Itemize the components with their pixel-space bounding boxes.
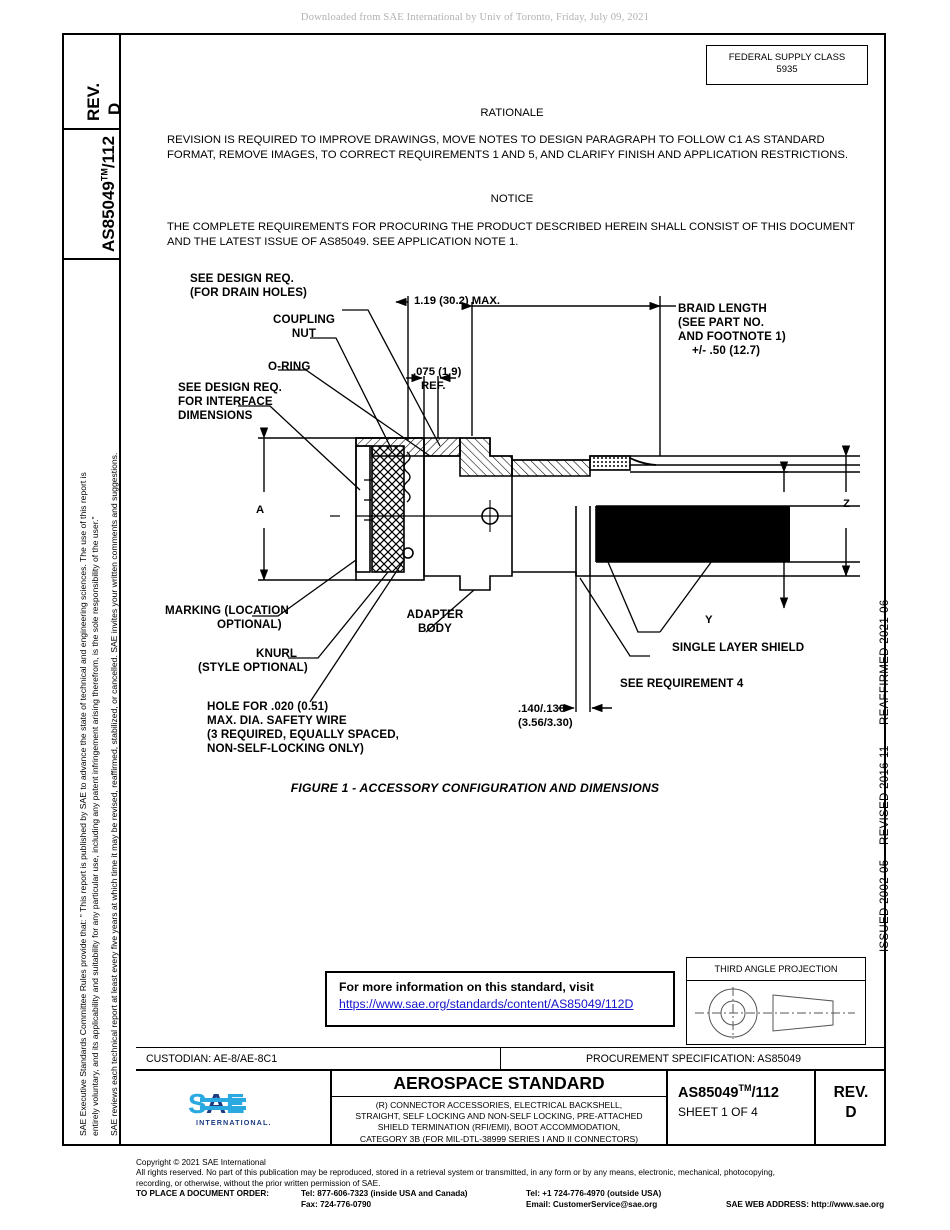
safety-wire-hole-label: HOLE FOR .020 (0.51) MAX. DIA. SAFETY WI… xyxy=(207,700,399,755)
marking-label: MARKING (LOCATION OPTIONAL) xyxy=(165,604,289,631)
third-angle-caption: THIRD ANGLE PROJECTION xyxy=(687,958,865,981)
svg-text:A: A xyxy=(206,1088,226,1119)
more-info-text: For more information on this standard, v… xyxy=(339,980,594,994)
date-revised: REVISED 2016-11 xyxy=(879,745,891,845)
dim-y: Y xyxy=(705,614,713,626)
footer-rights-1: All rights reserved. No part of this pub… xyxy=(136,1168,775,1178)
knurl-label: KNURL (STYLE OPTIONAL) xyxy=(198,647,308,674)
rev-box-left-text: REV. xyxy=(84,82,103,121)
doc-number-cell: AS85049TM/112 SHEET 1 OF 4 xyxy=(668,1071,816,1145)
legal-line-1: SAE Executive Standards Committee Rules … xyxy=(78,472,88,1136)
rev-cell: REV. D xyxy=(816,1071,886,1145)
legal-notice-strip: SAE Executive Standards Committee Rules … xyxy=(64,260,121,1144)
doc-number-left-text: AS85049TM/112 xyxy=(99,135,118,252)
footer-web[interactable]: SAE WEB ADDRESS: http://www.sae.org xyxy=(726,1199,885,1209)
standard-description: (R) CONNECTOR ACCESSORIES, ELECTRICAL BA… xyxy=(332,1097,666,1145)
aerospace-standard-title: AEROSPACE STANDARD xyxy=(332,1071,666,1097)
procurement-cell: PROCUREMENT SPECIFICATION: AS85049 xyxy=(585,1053,802,1065)
footer-fax: Fax: 724-776-0790 xyxy=(301,1199,372,1209)
desc-line-1: (R) CONNECTOR ACCESSORIES, ELECTRICAL BA… xyxy=(375,1100,623,1110)
doc-number-value: AS85049TM/112 xyxy=(678,1083,779,1101)
oring-label: O-RING xyxy=(268,360,311,373)
figure-caption: FIGURE 1 - ACCESSORY CONFIGURATION AND D… xyxy=(290,781,660,795)
fsc-label: FEDERAL SUPPLY CLASS xyxy=(728,52,846,63)
federal-supply-class-box: FEDERAL SUPPLY CLASS 5935 xyxy=(706,45,868,85)
sae-logo-subtext: INTERNATIONAL. xyxy=(196,1118,272,1127)
third-angle-symbol xyxy=(695,987,855,1039)
drawing-frame xyxy=(62,33,886,1146)
single-layer-shield-label: SINGLE LAYER SHIELD xyxy=(672,641,805,654)
standard-link[interactable]: https://www.sae.org/standards/content/AS… xyxy=(339,997,634,1011)
desc-line-3: SHIELD TERMINATION (RFI/EMI), BOOT ACCOM… xyxy=(377,1122,621,1133)
dim-thickness: .140/.130(3.56/3.30) xyxy=(518,703,573,729)
date-reaffirmed: REAFFIRMED 2021-06 xyxy=(879,599,891,725)
desc-line-2: STRAIGHT, SELF LOCKING AND NON-SELF LOCK… xyxy=(355,1111,643,1122)
custodian-cell: CUSTODIAN: AE-8/AE-8C1 xyxy=(136,1048,501,1070)
sae-logo-mark: S A E xyxy=(188,1088,246,1119)
custodian-row: CUSTODIAN: AE-8/AE-8C1 PROCUREMENT SPECI… xyxy=(136,1047,886,1071)
rev-label: REV. xyxy=(833,1084,869,1101)
title-block: S A E INTERNATIONAL. AEROSPACE STANDARD … xyxy=(136,1071,886,1145)
sae-logo-cell: S A E INTERNATIONAL. xyxy=(136,1071,332,1145)
footer-email: Email: CustomerService@sae.org xyxy=(526,1199,658,1209)
doc-number-box-left: AS85049TM/112 xyxy=(64,130,121,260)
footer-order-label: TO PLACE A DOCUMENT ORDER: xyxy=(136,1189,269,1199)
rationale-heading: RATIONALE xyxy=(480,107,544,119)
fsc-value: 5935 xyxy=(776,64,798,75)
rev-box-left-value: D xyxy=(105,102,124,115)
standard-title-cell: AEROSPACE STANDARD (R) CONNECTOR ACCESSO… xyxy=(332,1071,668,1145)
date-issued: ISSUED 2002-05 xyxy=(879,859,891,952)
desc-line-4: CATEGORY 3B (FOR MIL-DTL-38999 SERIES I … xyxy=(359,1133,639,1144)
footer-copyright: Copyright © 2021 SAE International xyxy=(136,1158,266,1167)
sae-logo: S A E INTERNATIONAL. xyxy=(188,1088,284,1128)
svg-text:E: E xyxy=(226,1088,245,1119)
notice-heading: NOTICE xyxy=(490,193,534,205)
notice-body: THE COMPLETE REQUIREMENTS FOR PROCURING … xyxy=(167,221,855,248)
drain-holes-label: SEE DESIGN REQ.(FOR DRAIN HOLES) xyxy=(190,272,307,299)
more-information-box: For more information on this standard, v… xyxy=(325,971,675,1027)
rev-value: D xyxy=(845,1104,857,1121)
footer-rights-2: recording, or otherwise, without the pri… xyxy=(136,1178,381,1188)
dim-ref: .075 (1.9) REF. xyxy=(413,366,462,392)
see-requirement-4-label: SEE REQUIREMENT 4 xyxy=(620,677,744,690)
accessory-cross-section-drawing xyxy=(238,296,860,713)
dim-max-length: 1.19 (30.2) MAX. xyxy=(414,295,501,307)
svg-text:S: S xyxy=(188,1088,207,1119)
third-angle-projection-box: THIRD ANGLE PROJECTION xyxy=(686,957,866,1045)
footer: Copyright © 2021 SAE International All r… xyxy=(136,1158,896,1210)
braid-length-label: BRAID LENGTH (SEE PART NO. AND FOOTNOTE … xyxy=(678,302,786,357)
footer-tel-outside: Tel: +1 724-776-4970 (outside USA) xyxy=(526,1189,662,1199)
sheet-number: SHEET 1 OF 4 xyxy=(678,1104,758,1119)
footer-spacer xyxy=(726,1189,896,1199)
footer-tel-inside: Tel: 877-606-7323 (inside USA and Canada… xyxy=(301,1189,468,1199)
footer-spacer-2 xyxy=(136,1200,301,1210)
legal-line-2: entirely voluntary, and its applicabilit… xyxy=(90,516,100,1136)
rev-box-left: REV. D xyxy=(64,35,124,130)
dim-z: Z xyxy=(843,498,850,510)
download-banner: Downloaded from SAE International by Uni… xyxy=(300,12,650,23)
dim-w: W xyxy=(773,504,784,516)
dim-a: A xyxy=(256,504,265,516)
rationale-body: REVISION IS REQUIRED TO IMPROVE DRAWINGS… xyxy=(167,134,849,161)
